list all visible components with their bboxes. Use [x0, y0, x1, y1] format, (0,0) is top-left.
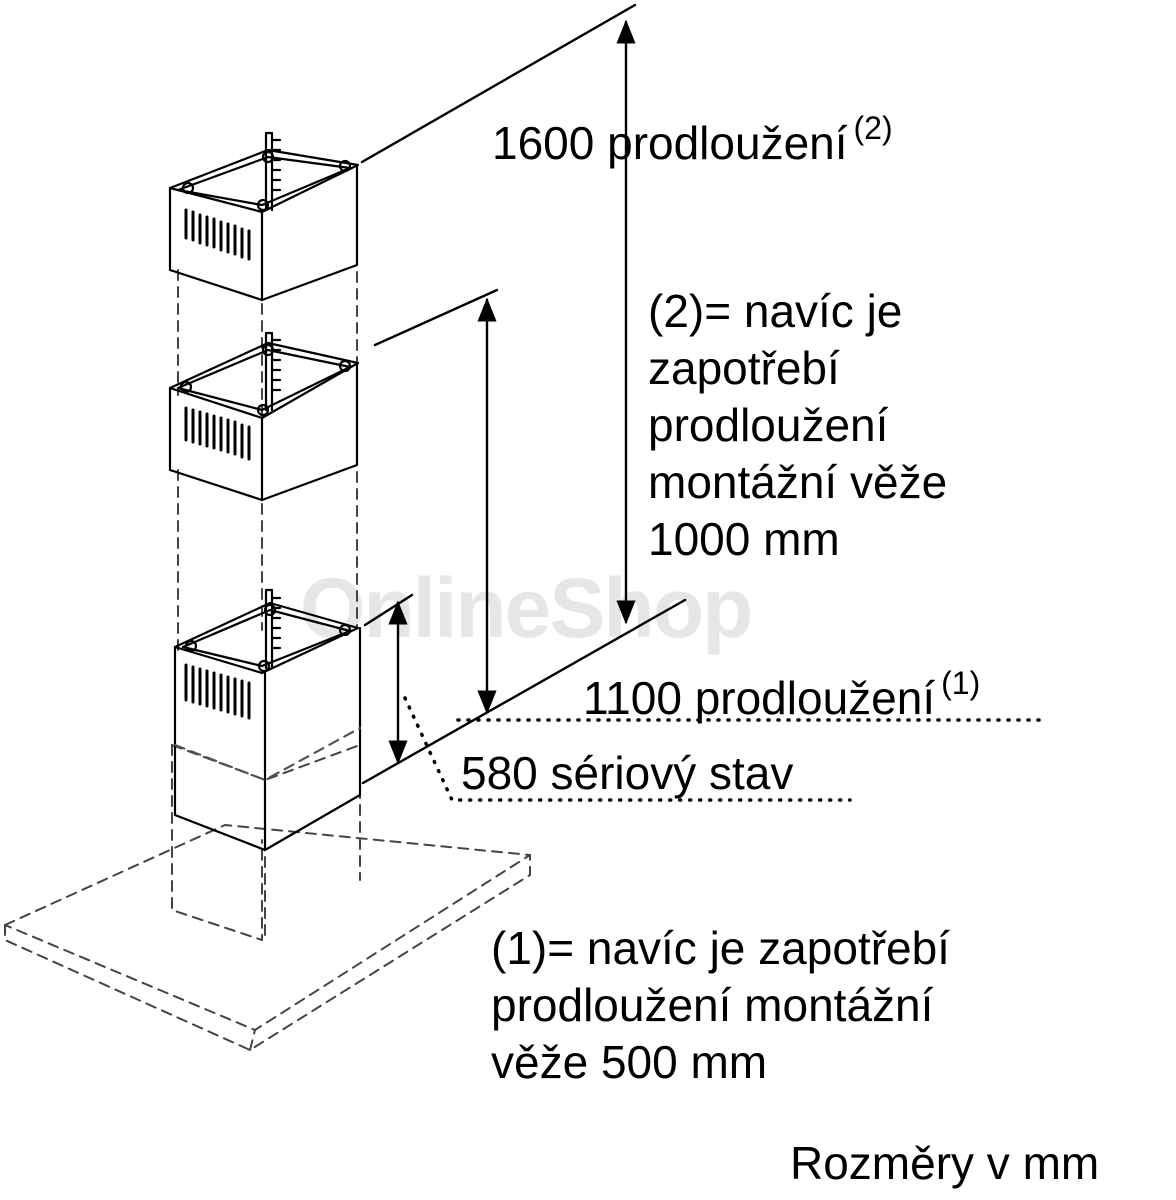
note-1-line: věže 500 mm [491, 1036, 768, 1088]
standard-580-label: 580 sériový stav [461, 747, 794, 799]
top-module [168, 131, 360, 302]
extension-1600-text: 1600 prodloužení [492, 117, 848, 169]
note-2-line: zapotřebí [648, 342, 840, 394]
extension-1100-note: (1) [941, 665, 981, 701]
units-label: Rozměry v mm [790, 1137, 1100, 1189]
note-2-line: montážní věže [648, 456, 948, 508]
extension-1600-label: 1600 prodloužení(2) [492, 112, 893, 166]
extension-1100-text: 1100 prodloužení [583, 672, 936, 724]
bottom-module [173, 588, 362, 852]
note-2-line: prodloužení [648, 399, 889, 451]
note-1-line: (1)= navíc je zapotřebí [491, 922, 950, 974]
onlineshop-watermark: OnlineShop [300, 561, 753, 655]
note-2-line: 1000 mm [648, 513, 840, 565]
note-2-line: (2)= navíc je [648, 285, 903, 337]
note-1-block: (1)= navíc je zapotřebí prodloužení mont… [491, 920, 950, 1091]
extension-1600-note: (2) [853, 110, 893, 146]
extension-leader-lines [360, 3, 687, 785]
note-2-block: (2)= navíc je zapotřebí prodloužení mont… [648, 283, 947, 568]
extension-1100-label: 1100 prodloužení(1) [583, 667, 980, 721]
middle-module [168, 331, 360, 502]
dotted-reference-lines [403, 696, 1047, 802]
note-1-line: prodloužení montážní [491, 979, 934, 1031]
ceiling-plate [4, 824, 531, 1051]
dimension-arrows [388, 19, 636, 765]
